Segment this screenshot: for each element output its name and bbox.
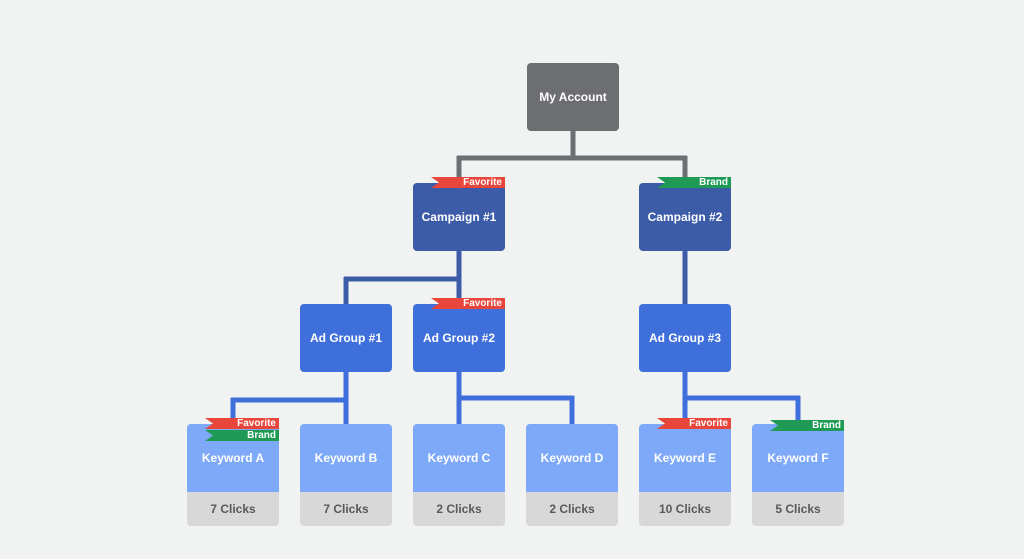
- keyword-b-clicks: 7 Clicks: [300, 492, 392, 526]
- keyword-e-clicks: 10 Clicks: [639, 492, 731, 526]
- keyword-c-label: Keyword C: [427, 451, 491, 465]
- keyword-f-label: Keyword F: [767, 451, 829, 465]
- keyword-c-node[interactable]: Keyword C: [413, 424, 505, 492]
- keyword-d-label: Keyword D: [540, 451, 604, 465]
- keyword-b-node[interactable]: Keyword B: [300, 424, 392, 492]
- ad-group-3-node[interactable]: Ad Group #3: [639, 304, 731, 372]
- keyword-f-node[interactable]: Keyword F: [752, 424, 844, 492]
- ad-group-connectors: [230, 372, 801, 424]
- campaign-2-node[interactable]: Campaign #2: [639, 183, 731, 251]
- keyword-e-favorite-tag: Favorite: [657, 418, 731, 429]
- ad-group-2-favorite-tag: Favorite: [431, 298, 505, 309]
- ad-group-1-node[interactable]: Ad Group #1: [300, 304, 392, 372]
- ad-group-3-label: Ad Group #3: [648, 331, 721, 345]
- campaign-connectors: [343, 251, 688, 304]
- ad-group-2-label: Ad Group #2: [422, 331, 495, 345]
- account-connectors: [456, 131, 688, 183]
- keyword-e-node[interactable]: Keyword E: [639, 424, 731, 492]
- keyword-d-clicks: 2 Clicks: [526, 492, 618, 526]
- ad-group-1-label: Ad Group #1: [309, 331, 382, 345]
- keyword-a-label: Keyword A: [201, 451, 265, 465]
- keyword-e-label: Keyword E: [653, 451, 716, 465]
- account-label: My Account: [539, 90, 607, 104]
- keyword-a-clicks: 7 Clicks: [187, 492, 279, 526]
- keyword-f-brand-tag: Brand: [770, 420, 844, 431]
- campaign-2-brand-tag: Brand: [657, 177, 731, 188]
- campaign-2-label: Campaign #2: [647, 210, 723, 224]
- ad-group-2-node[interactable]: Ad Group #2: [413, 304, 505, 372]
- keyword-a-brand-tag: Brand: [205, 430, 279, 441]
- campaign-1-node[interactable]: Campaign #1: [413, 183, 505, 251]
- keyword-f-clicks: 5 Clicks: [752, 492, 844, 526]
- keyword-c-clicks: 2 Clicks: [413, 492, 505, 526]
- keyword-b-label: Keyword B: [314, 451, 378, 465]
- keyword-a-favorite-tag: Favorite: [205, 418, 279, 429]
- campaign-1-label: Campaign #1: [421, 210, 497, 224]
- account-node[interactable]: My Account: [527, 63, 619, 131]
- keyword-d-node[interactable]: Keyword D: [526, 424, 618, 492]
- campaign-1-favorite-tag: Favorite: [431, 177, 505, 188]
